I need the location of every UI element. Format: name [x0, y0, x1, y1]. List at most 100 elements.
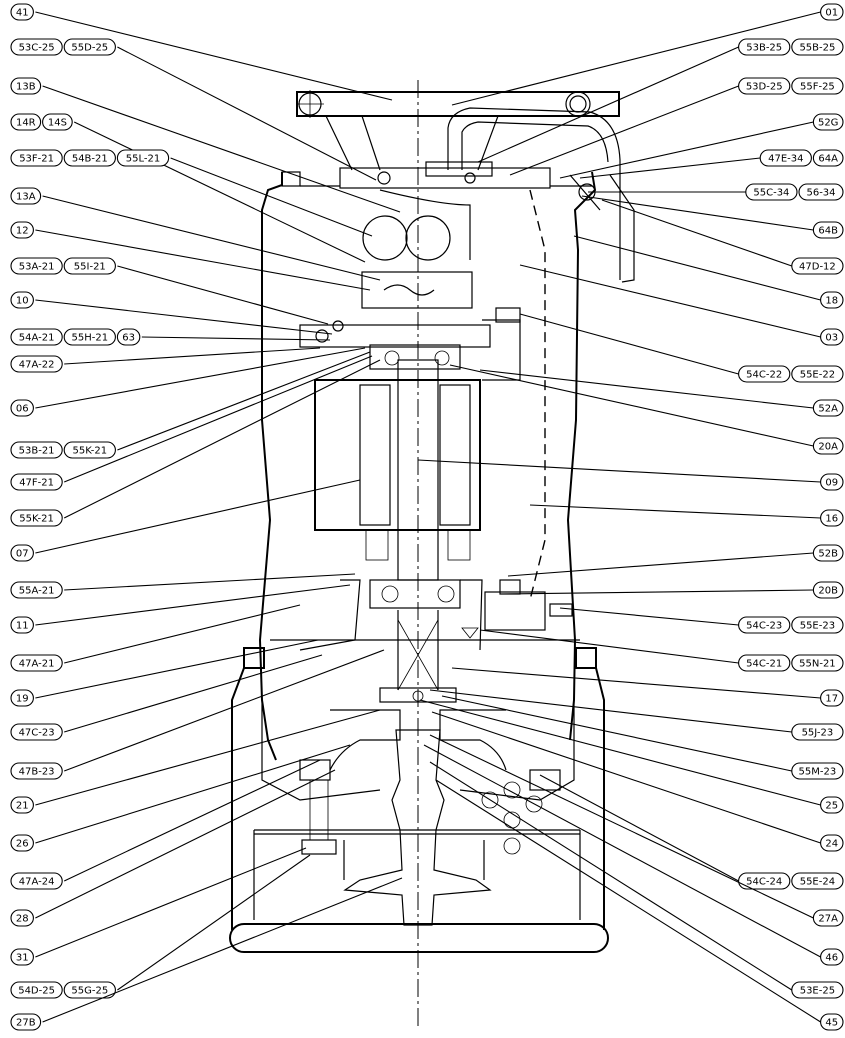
left-label-17-0-badge	[10, 616, 34, 634]
left-leader-15	[35, 479, 361, 554]
left-leader-7	[117, 265, 329, 325]
right-leader-26	[423, 744, 821, 958]
upper-bearing-assembly	[299, 271, 491, 370]
left-label-18-0: 47A-21	[19, 659, 55, 670]
right-label-27-0: 53E-25	[800, 986, 835, 997]
left-leader-0	[35, 11, 393, 101]
left-label-8-0-badge	[10, 291, 34, 309]
left-leader-22	[35, 709, 381, 806]
right-label-18-0: 54C-21	[746, 659, 782, 670]
right-leader-11	[479, 369, 814, 409]
left-leader-20	[64, 654, 323, 733]
right-label-21-0: 55M-23	[799, 767, 837, 778]
right-label-10-1-badge	[791, 365, 844, 383]
left-label-0-0: 41	[16, 8, 29, 19]
right-label-28-0: 45	[825, 1018, 838, 1029]
left-label-16-0: 55A-21	[19, 586, 55, 597]
left-label-14-0: 55K-21	[19, 514, 54, 525]
right-label-4-1-badge	[812, 149, 844, 167]
right-leader-21	[441, 695, 792, 772]
right-leader-13	[417, 459, 821, 483]
left-label-20-0: 47C-23	[19, 728, 55, 739]
left-label-1-0: 53C-25	[19, 43, 55, 54]
right-leader-22	[419, 699, 821, 806]
right-leader-17	[559, 607, 739, 626]
left-label-9-2: 63	[122, 333, 135, 344]
right-label-15-0: 52B	[818, 549, 838, 560]
left-label-4-1: 54B-21	[72, 154, 108, 165]
right-label-8-0: 18	[825, 296, 838, 307]
right-leader-0	[451, 11, 821, 106]
left-leader-10	[64, 347, 321, 365]
right-leader-6	[581, 195, 814, 231]
right-label-3-0: 52G	[818, 118, 838, 129]
pump-casing	[231, 647, 605, 930]
left-label-23-0-badge	[10, 834, 34, 852]
left-label-9-2-badge	[116, 328, 141, 346]
right-leader-9	[519, 264, 821, 338]
right-label-1-0: 53B-25	[746, 43, 782, 54]
right-label-24-1: 55E-24	[800, 877, 835, 888]
left-label-24-0: 47A-24	[19, 877, 55, 888]
left-label-4-0-badge	[10, 149, 63, 167]
left-leader-16	[64, 573, 356, 591]
left-leader-14	[63, 359, 381, 519]
left-label-25-0: 28	[16, 914, 29, 925]
left-label-12-0: 53B-21	[19, 446, 55, 457]
cable-assembly	[377, 107, 635, 283]
left-leader-6	[35, 229, 371, 291]
left-label-4-0: 53F-21	[19, 154, 54, 165]
right-leader-12	[449, 364, 814, 447]
left-label-18-0-badge	[10, 654, 63, 672]
left-label-9-1: 55H-21	[72, 333, 109, 344]
left-label-10-0-badge	[10, 355, 63, 373]
seal-section	[379, 610, 457, 703]
left-label-20-0-badge	[10, 723, 63, 741]
left-label-7-0-badge	[10, 257, 63, 275]
left-label-6-0: 12	[16, 226, 29, 237]
left-label-17-0: 11	[16, 621, 29, 632]
right-leader-14	[529, 504, 821, 519]
left-label-7-0: 53A-21	[19, 262, 55, 273]
left-leader-25	[35, 769, 336, 919]
right-label-2-1: 55F-25	[800, 82, 835, 93]
base-stand	[229, 830, 609, 953]
right-label-6-0: 64B	[818, 226, 838, 237]
pump-cross-section	[229, 80, 635, 1030]
left-label-8-0: 10	[16, 296, 29, 307]
left-label-15-0-badge	[10, 544, 34, 562]
left-leader-18	[64, 604, 301, 664]
left-label-27-0-badge	[10, 981, 63, 999]
left-label-23-0: 26	[16, 839, 29, 850]
right-label-10-0: 54C-22	[746, 370, 782, 381]
left-label-26-0-badge	[10, 948, 34, 966]
left-label-13-0-badge	[10, 473, 63, 491]
left-label-25-0-badge	[10, 909, 34, 927]
left-leader-11	[35, 347, 366, 409]
left-label-27-1-badge	[63, 981, 116, 999]
left-label-12-1: 55K-21	[73, 446, 108, 457]
right-leader-18	[479, 629, 739, 664]
left-label-7-1-badge	[63, 257, 116, 275]
left-label-9-1-badge	[63, 328, 116, 346]
left-leader-2	[42, 85, 401, 213]
right-leader-8	[573, 235, 821, 301]
right-leader-4	[579, 157, 761, 179]
float-switches	[362, 215, 451, 261]
right-label-20-0: 55J-23	[802, 728, 834, 739]
lifting-handle	[296, 90, 620, 171]
left-label-24-0-badge	[10, 872, 63, 890]
left-label-13-0: 47F-21	[19, 478, 54, 489]
left-leader-13	[63, 355, 373, 483]
left-label-27-1: 55G-25	[71, 986, 108, 997]
right-label-1-1: 55B-25	[799, 43, 835, 54]
left-leader-27	[117, 854, 311, 991]
left-label-26-0: 31	[16, 953, 29, 964]
left-label-3-0: 14R	[16, 118, 36, 129]
left-label-9-0-badge	[10, 328, 63, 346]
lower-bolts	[301, 780, 543, 855]
left-label-19-0: 19	[16, 694, 29, 705]
right-label-2-0: 53D-25	[746, 82, 783, 93]
right-leader-7	[601, 199, 792, 267]
right-leader-3	[559, 121, 814, 179]
